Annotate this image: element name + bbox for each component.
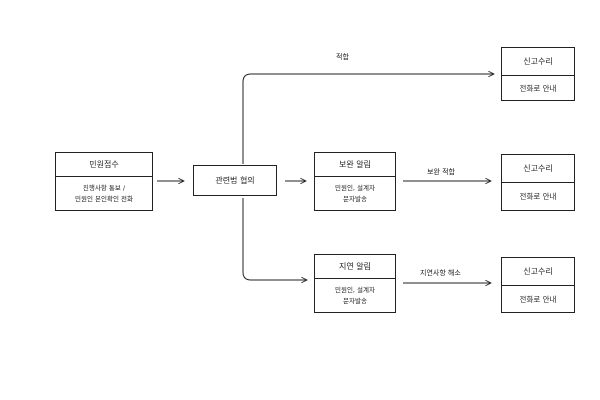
node-accept-mid-text: 전화로 안내	[519, 192, 557, 201]
node-accept-top-text: 전화로 안내	[519, 83, 557, 93]
node-delay-body: 민원인, 설계자 문자발송	[315, 279, 395, 312]
arrow-consult-to-accept-top	[242, 74, 494, 164]
node-intake-title: 민원접수	[56, 153, 152, 177]
node-delay-line-2: 문자발송	[343, 296, 367, 305]
node-intake-line-2: 민원인 본인확인 전화	[75, 194, 133, 203]
node-accept-mid-title: 신고수리	[502, 155, 574, 183]
node-delay-title: 지연 알림	[315, 255, 395, 279]
node-accept-top-title: 신고수리	[502, 48, 574, 76]
node-accept-bot-text: 전화로 안내	[519, 294, 557, 304]
node-consult: 관련법 협의	[193, 165, 277, 196]
node-supplement-line-2: 문자발송	[343, 194, 367, 203]
node-delay-line-1: 민원인, 설계자	[334, 285, 375, 294]
arrow-consult-to-delay	[242, 198, 307, 280]
node-intake: 민원접수 진행사항 통보 / 민원인 본인확인 전화	[55, 152, 153, 211]
node-accept-top-body: 전화로 안내	[502, 76, 574, 100]
node-supplement-line-1: 민원인, 설계자	[334, 183, 375, 192]
label-supplement-suitable: 보완 적합	[427, 168, 455, 176]
node-accept-mid: 신고수리 전화로 안내	[501, 154, 575, 211]
node-accept-bot-title: 신고수리	[502, 258, 574, 286]
node-accept-bot: 신고수리 전화로 안내	[501, 257, 575, 313]
node-delay: 지연 알림 민원인, 설계자 문자발송	[314, 254, 396, 313]
node-supplement: 보완 알림 민원인, 설계자 문자발송	[314, 152, 396, 211]
node-supplement-title: 보완 알림	[315, 153, 395, 177]
node-accept-mid-body: 전화로 안내	[502, 183, 574, 210]
node-accept-top: 신고수리 전화로 안내	[501, 47, 575, 101]
node-consult-title: 관련법 협의	[215, 176, 255, 185]
node-supplement-body: 민원인, 설계자 문자발송	[315, 177, 395, 210]
label-delay-resolved: 지연사항 해소	[420, 269, 461, 277]
node-intake-body: 진행사항 통보 / 민원인 본인확인 전화	[56, 177, 152, 210]
label-suitable: 적합	[336, 53, 349, 61]
node-intake-line-1: 진행사항 통보 /	[82, 183, 126, 192]
node-accept-bot-body: 전화로 안내	[502, 286, 574, 312]
